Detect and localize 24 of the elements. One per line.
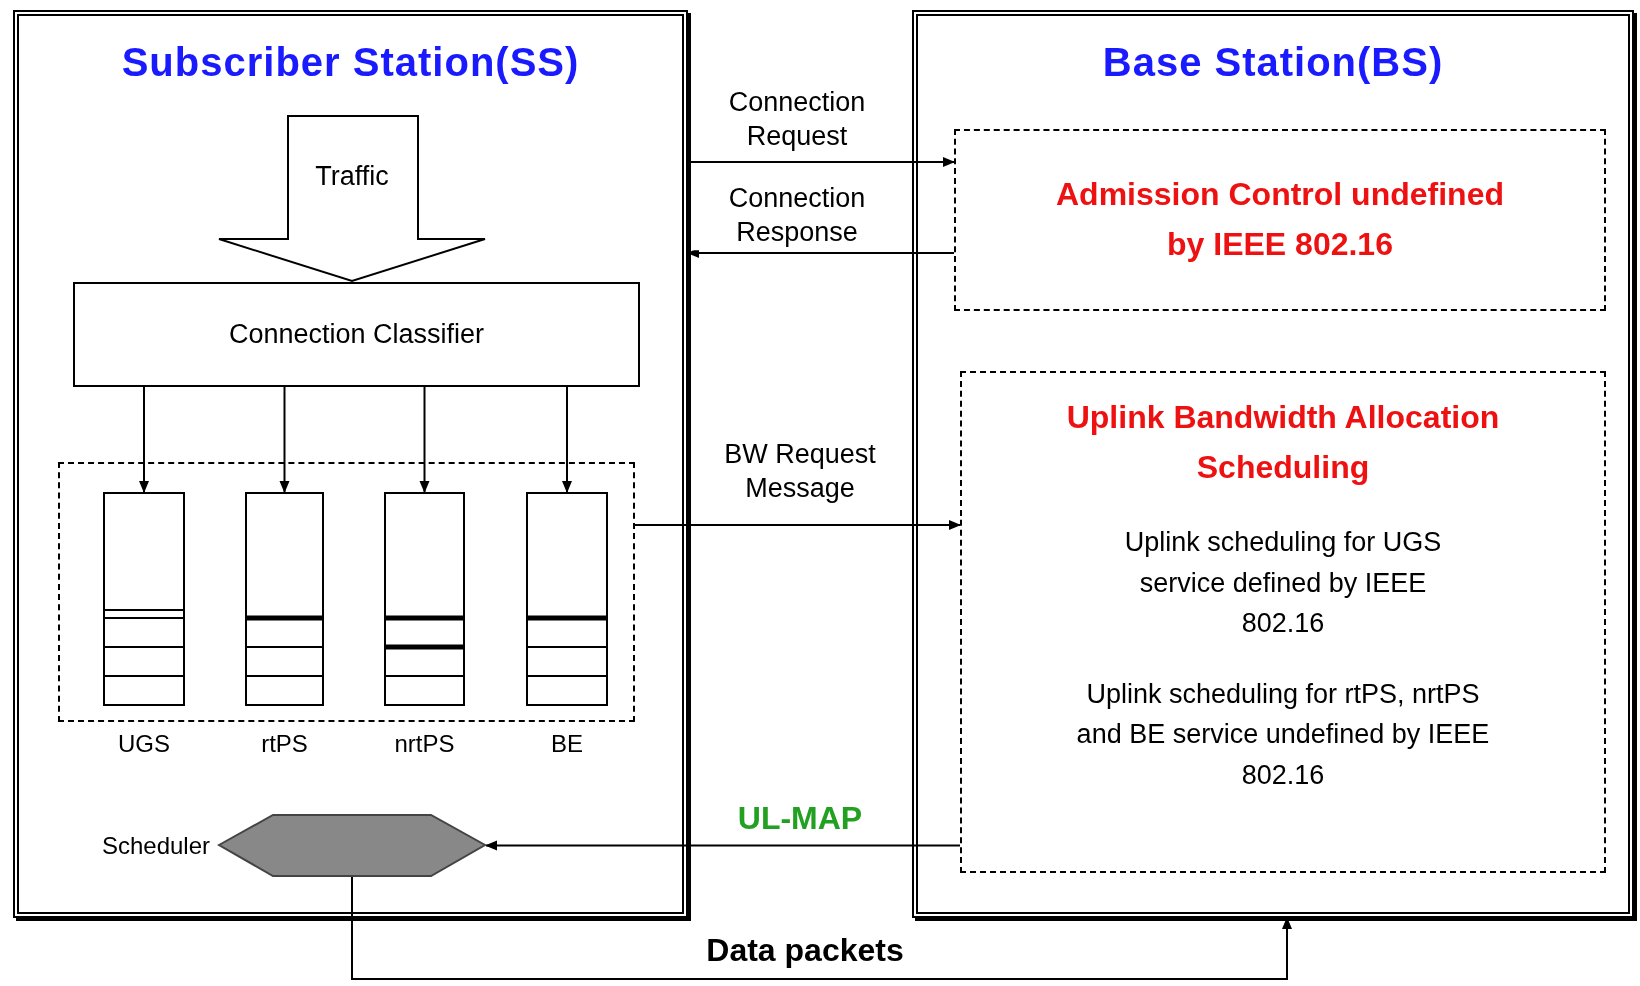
arrow	[562, 386, 572, 493]
arrow	[139, 386, 149, 493]
arrow	[485, 840, 961, 851]
node-caption: UGS	[118, 730, 170, 758]
block-heading: Admission Control undefined by IEEE 802.16	[1055, 175, 1505, 264]
station-panel	[912, 10, 1634, 918]
dashed-box	[954, 129, 1606, 311]
node-caption: BE	[551, 730, 583, 758]
process-box: Connection Classifier	[73, 282, 640, 387]
arrow	[279, 386, 290, 493]
block-text: Uplink scheduling for UGS service defined by IEEE 802.16	[1123, 526, 1443, 641]
traffic-label: Traffic	[314, 160, 390, 193]
dashed-box	[960, 371, 1606, 873]
arrow	[634, 520, 961, 530]
panel-title: Subscriber Station(SS)	[120, 40, 581, 85]
arrow	[419, 386, 430, 493]
arrow	[351, 876, 1292, 980]
block-heading: Uplink Bandwidth Allocation Scheduling	[1065, 398, 1501, 487]
node-caption: Scheduler	[101, 831, 210, 860]
node-caption: rtPS	[261, 730, 308, 758]
block-text: Uplink scheduling for rtPS, nrtPS and BE service undefined by IEEE 802.16	[1075, 677, 1491, 792]
station-panel	[13, 10, 688, 918]
node-caption: nrtPS	[394, 730, 455, 758]
panel-title: Base Station(BS)	[1101, 40, 1445, 85]
